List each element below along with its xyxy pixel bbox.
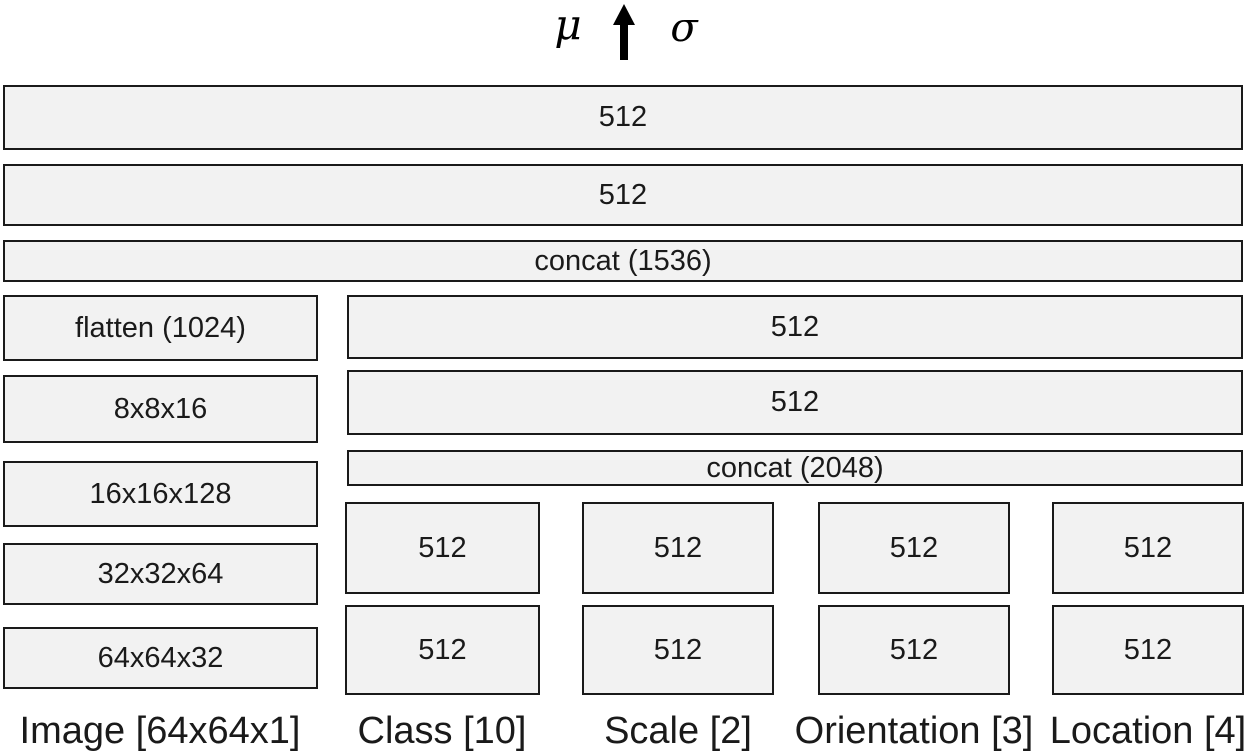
class-dense-layer: 512: [345, 605, 540, 695]
image-conv-layer: 32x32x64: [3, 543, 318, 605]
class-dense-layer: 512: [345, 502, 540, 594]
location-dense-layer: 512: [1052, 502, 1244, 594]
image-flatten-layer: flatten (1024): [3, 295, 318, 361]
scale-dense-layer: 512: [582, 605, 774, 695]
location-dense-layer: 512: [1052, 605, 1244, 695]
trunk-concat-layer: concat (1536): [3, 240, 1243, 282]
scale-input-label: Scale [2]: [604, 710, 752, 752]
factor-dense-layer: 512: [347, 295, 1243, 359]
image-input-label: Image [64x64x1]: [19, 710, 301, 752]
up-arrow-icon: [613, 4, 635, 65]
factor-dense-layer: 512: [347, 370, 1243, 435]
location-input-label: Location [4]: [1049, 710, 1247, 752]
orientation-dense-layer: 512: [818, 502, 1010, 594]
scale-dense-layer: 512: [582, 502, 774, 594]
orientation-dense-layer: 512: [818, 605, 1010, 695]
image-conv-layer: 16x16x128: [3, 461, 318, 527]
orientation-input-label: Orientation [3]: [794, 710, 1034, 752]
sigma-symbol: σ: [670, 5, 698, 51]
trunk-dense-layer: 512: [3, 85, 1243, 150]
trunk-dense-layer: 512: [3, 164, 1243, 226]
image-conv-layer: 8x8x16: [3, 375, 318, 443]
image-conv-layer: 64x64x32: [3, 627, 318, 689]
mu-symbol: μ: [554, 0, 582, 49]
class-input-label: Class [10]: [357, 710, 527, 752]
factor-concat-layer: concat (2048): [347, 450, 1243, 486]
